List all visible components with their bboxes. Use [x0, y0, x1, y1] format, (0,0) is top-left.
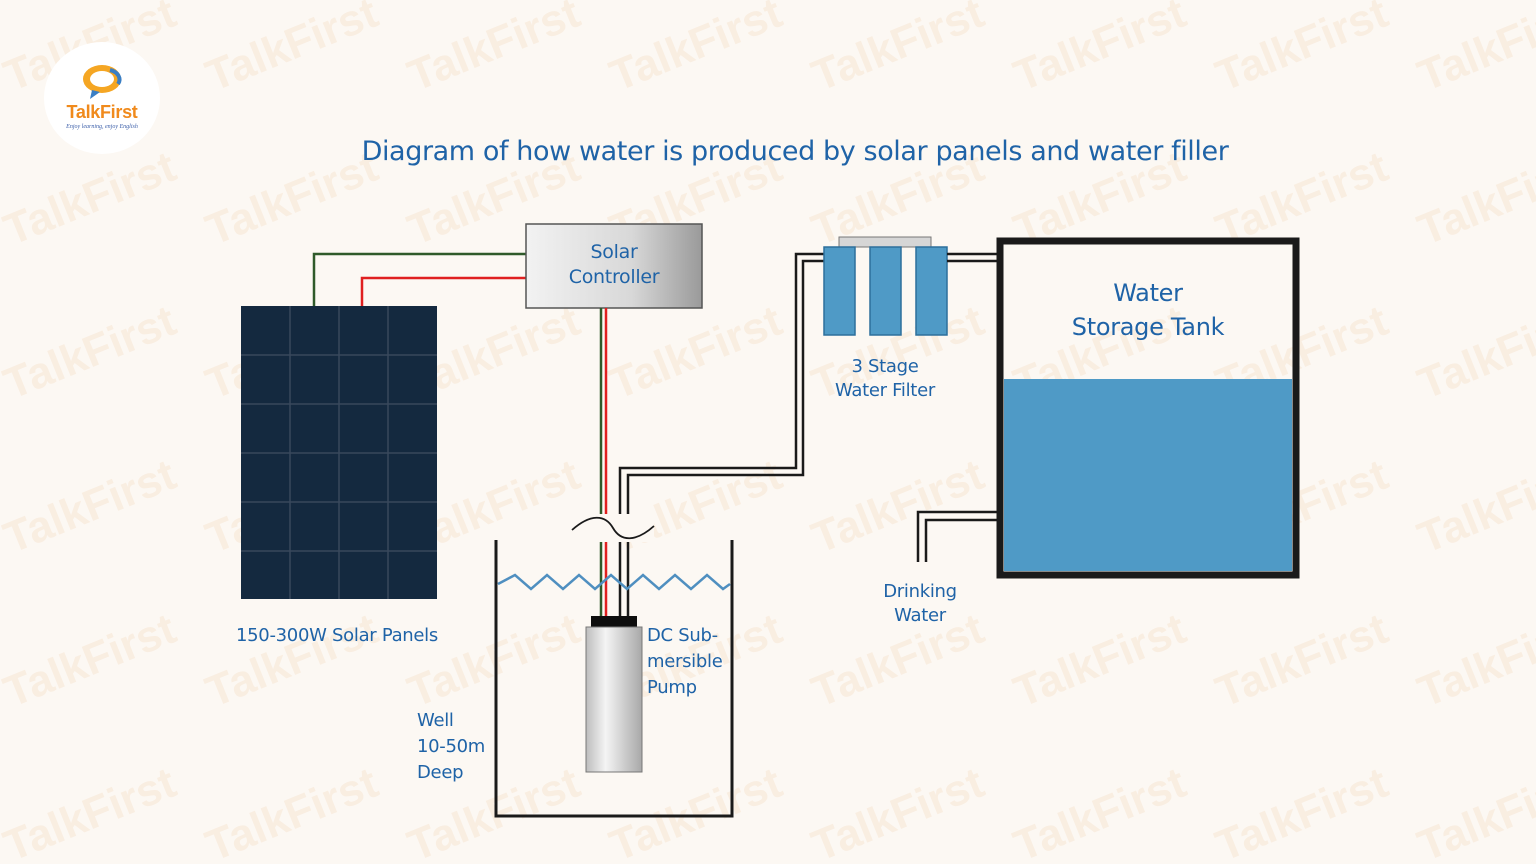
logo-name: TalkFirst	[66, 102, 138, 122]
water-storage-tank	[996, 237, 1300, 579]
speech-bubble-logo-icon	[83, 65, 122, 99]
pump-label: DC Sub- mersible Pump	[647, 625, 723, 699]
solar-panel	[241, 306, 437, 599]
drinking-water-label: Drinking Water	[883, 581, 957, 626]
storage-tank-label: Water Storage Tank	[1071, 279, 1225, 342]
drinking-water-outlet-pipe	[916, 510, 997, 562]
well-label: Well 10-50m Deep	[417, 710, 486, 784]
controller-to-pump-wires	[599, 308, 608, 618]
three-stage-water-filter	[823, 236, 948, 336]
talkfirst-logo: TalkFirst Enjoy learning, enjoy English	[44, 42, 160, 154]
solar-panels-label: 150-300W Solar Panels	[236, 625, 438, 646]
water-filter-label: 3 Stage Water Filter	[835, 356, 935, 401]
filter-to-tank-pipe	[947, 252, 1000, 263]
solar-controller-box	[525, 223, 703, 309]
diagram-title: Diagram of how water is produced by sola…	[361, 136, 1229, 167]
submersible-pump	[585, 616, 643, 773]
well	[494, 540, 734, 818]
panel-to-controller-wires	[312, 252, 526, 306]
wire-break-symbol	[570, 514, 655, 542]
logo-tagline: Enjoy learning, enjoy English	[66, 124, 138, 130]
solar-controller-label: Solar Controller	[568, 241, 660, 289]
